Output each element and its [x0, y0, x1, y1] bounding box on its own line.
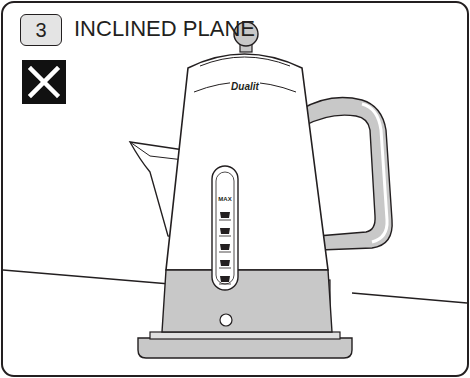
lid-seam — [194, 82, 296, 92]
incline-line — [352, 293, 467, 303]
level-line — [219, 236, 231, 237]
power-light — [220, 314, 232, 326]
brand-name: Dualit — [230, 81, 260, 92]
step-number: 3 — [35, 19, 46, 42]
cup-mark — [220, 260, 230, 266]
cup-mark — [220, 228, 230, 234]
level-line — [219, 220, 231, 221]
step-number-box: 3 — [20, 14, 62, 46]
level-line — [219, 268, 231, 269]
level-line — [219, 284, 231, 285]
cup-mark — [220, 212, 230, 218]
max-mark: MAX — [218, 196, 231, 202]
lid-edge — [200, 57, 290, 66]
cross-mark — [31, 69, 57, 95]
cup-mark — [220, 276, 230, 282]
base-rim — [150, 332, 340, 339]
kettle-base-band — [162, 270, 332, 332]
water-window — [212, 166, 238, 290]
water-window-inner — [216, 172, 234, 284]
spout-lip — [130, 142, 184, 160]
panel-title: INCLINED PLANE — [74, 16, 255, 42]
level-line — [219, 252, 231, 253]
cross-icon — [22, 60, 66, 104]
handle-highlight — [362, 104, 387, 242]
cup-mark — [220, 244, 230, 250]
kettle-base — [138, 338, 352, 358]
cup-marks — [219, 212, 231, 284]
kettle-body — [166, 54, 328, 270]
incline-line — [3, 270, 170, 284]
